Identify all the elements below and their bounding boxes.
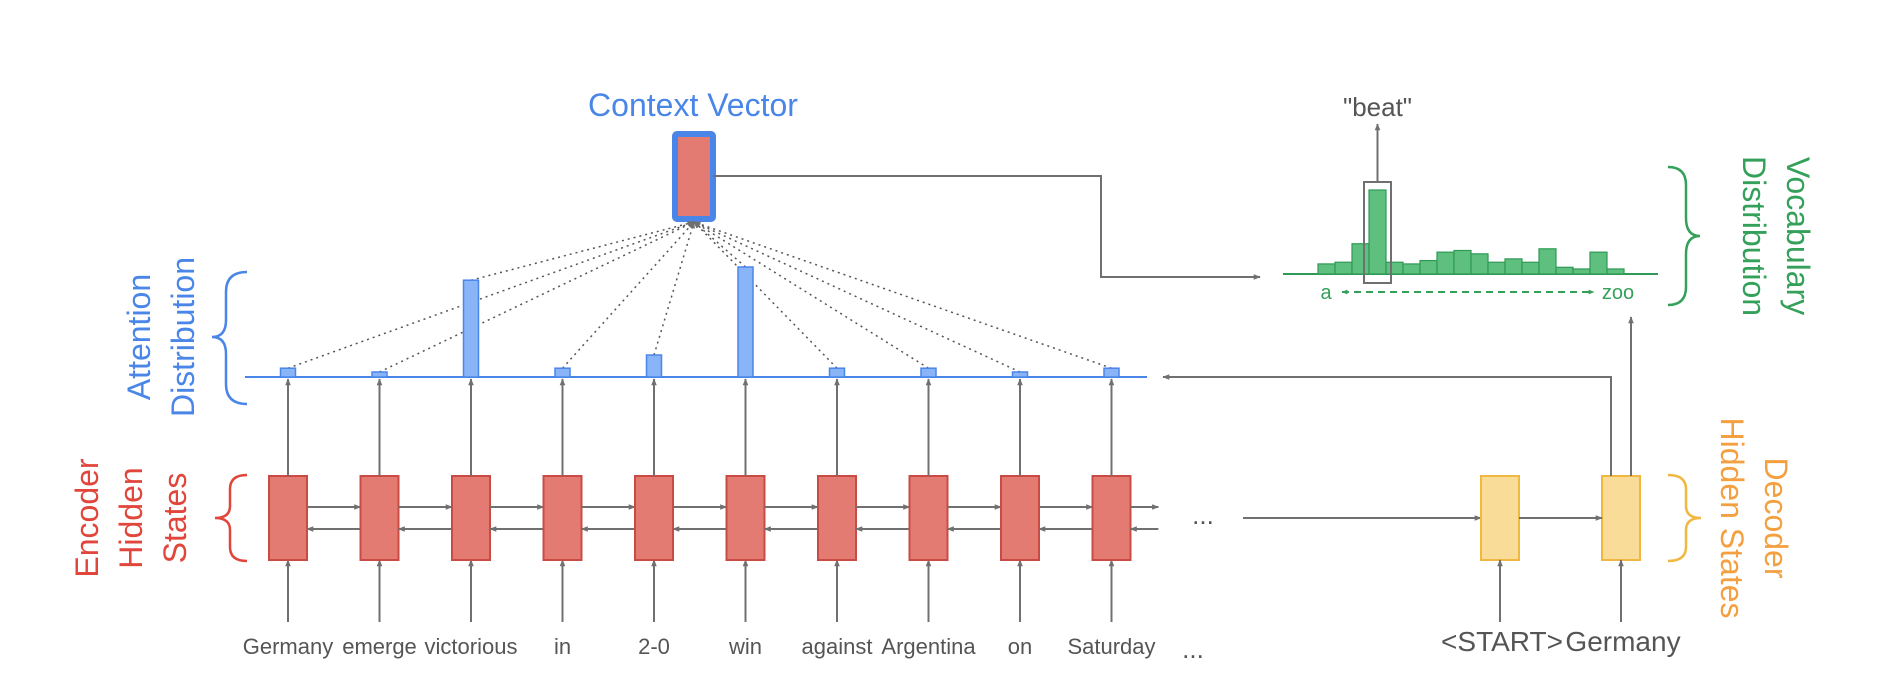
vocab-bars [1317, 189, 1625, 275]
encoder-hidden-state [1091, 475, 1132, 561]
vocab-bar [1538, 248, 1557, 275]
vocab-bar [1555, 266, 1574, 275]
attention-bar [1103, 367, 1120, 378]
encoder-word: in [554, 634, 571, 659]
context-vector-label: Context Vector [588, 87, 798, 123]
decoder-label-line1: Decoder [1758, 458, 1794, 579]
encoder-hidden-state [1000, 475, 1040, 561]
attention-dotted-line [287, 221, 695, 369]
encoder-word: Argentina [881, 634, 976, 659]
encoder-ellipsis: ... [1192, 500, 1214, 530]
decoder-to-attention-arrow [1162, 374, 1612, 476]
vocab-bar [1487, 261, 1506, 275]
encoder-word: emerge [342, 634, 417, 659]
vocab-bar [1521, 261, 1540, 275]
vocab-bar [1419, 259, 1438, 275]
attention-bars [279, 266, 1120, 378]
encoder-word: Germany [243, 634, 333, 659]
decoder-state-2 [1601, 475, 1641, 561]
vocab-side-label: Vocabulary Distribution [1736, 156, 1816, 316]
encoder-label-line1: Encoder [69, 458, 105, 578]
decoder-side-label: Decoder Hidden States [1714, 417, 1794, 618]
context-vector-box [672, 131, 716, 222]
attention-label-line2: Distribution [165, 257, 201, 417]
vocab-label-line1: Vocabulary [1780, 157, 1816, 315]
encoder-word: Saturday [1067, 634, 1155, 659]
attention-dotted-line [693, 221, 746, 268]
attention-bar [554, 367, 571, 378]
vocab-bar [1334, 261, 1353, 275]
vocab-bar [1504, 258, 1523, 275]
encoder-word: victorious [425, 634, 518, 659]
context-to-vocab-arrow [713, 175, 1261, 280]
vocab-bar [1470, 253, 1489, 275]
attention-dotted-line [693, 221, 1112, 369]
encoder-hidden-state [451, 475, 491, 561]
vocab-brace [1667, 165, 1701, 307]
encoder-hidden-state [542, 475, 583, 561]
encoder-hidden-state [725, 475, 766, 561]
encoder-hidden-state [817, 475, 857, 561]
encoder-word: win [728, 634, 762, 659]
vocab-bar [1368, 189, 1387, 275]
vocab-bar [1589, 251, 1608, 275]
encoder-side-label: Encoder Hidden States [69, 458, 193, 578]
word-ellipsis: ... [1182, 634, 1204, 664]
encoder-hidden-state [634, 475, 674, 561]
encoder-label-line2: Hidden [113, 467, 149, 568]
encoder-word: on [1008, 634, 1032, 659]
attention-dotted-line [693, 221, 929, 369]
attention-dotted-line [693, 221, 838, 369]
beat-label: "beat" [1343, 92, 1412, 122]
decoder-label-line2: Hidden States [1714, 417, 1750, 618]
attention-bar [828, 367, 846, 378]
vocab-label-line2: Distribution [1736, 156, 1772, 316]
vocab-bar [1402, 263, 1421, 275]
attention-bar [737, 266, 754, 378]
attention-bar [462, 279, 480, 378]
decoder-input-start: <START> [1441, 626, 1563, 657]
vocab-start-label: a [1320, 282, 1332, 304]
encoder-label-line3: States [157, 473, 193, 564]
attention-bar [920, 367, 937, 378]
vocab-bar [1606, 268, 1625, 275]
attention-bar [371, 371, 388, 378]
attention-brace [211, 270, 248, 406]
vocab-bar [1453, 249, 1472, 275]
vocab-bar [1351, 243, 1370, 275]
decoder-state-1 [1480, 475, 1520, 561]
encoder-word: 2-0 [638, 634, 670, 659]
encoder-words: Germany emerge victorious in 2-0 win against Ar… [243, 634, 1156, 659]
attention-dotted-line [561, 221, 695, 369]
attention-dotted-lines [287, 220, 1112, 373]
vocab-bar [1385, 261, 1404, 275]
attention-side-label: Attention Distribution [121, 257, 201, 417]
attention-label-line1: Attention [121, 274, 157, 400]
attention-dotted-line [379, 221, 695, 373]
attention-bar [1011, 371, 1029, 378]
encoder-brace [214, 473, 248, 563]
attention-dotted-line [470, 220, 695, 281]
attention-bar [279, 367, 297, 378]
decoder-brace [1667, 473, 1702, 563]
encoder-hidden-state [359, 475, 400, 561]
vocab-bar [1572, 268, 1591, 275]
encoder-hidden-state [908, 475, 949, 561]
vocab-end-label: zoo [1602, 282, 1634, 304]
attention-dotted-line [653, 221, 695, 356]
encoder-word: against [802, 634, 873, 659]
encoder-states [268, 378, 1160, 622]
decoder-input-germany: Germany [1565, 626, 1680, 657]
vocab-bar [1317, 263, 1336, 275]
attention-bar [645, 354, 663, 378]
vocab-bar [1436, 251, 1455, 275]
encoder-hidden-state [268, 475, 308, 561]
